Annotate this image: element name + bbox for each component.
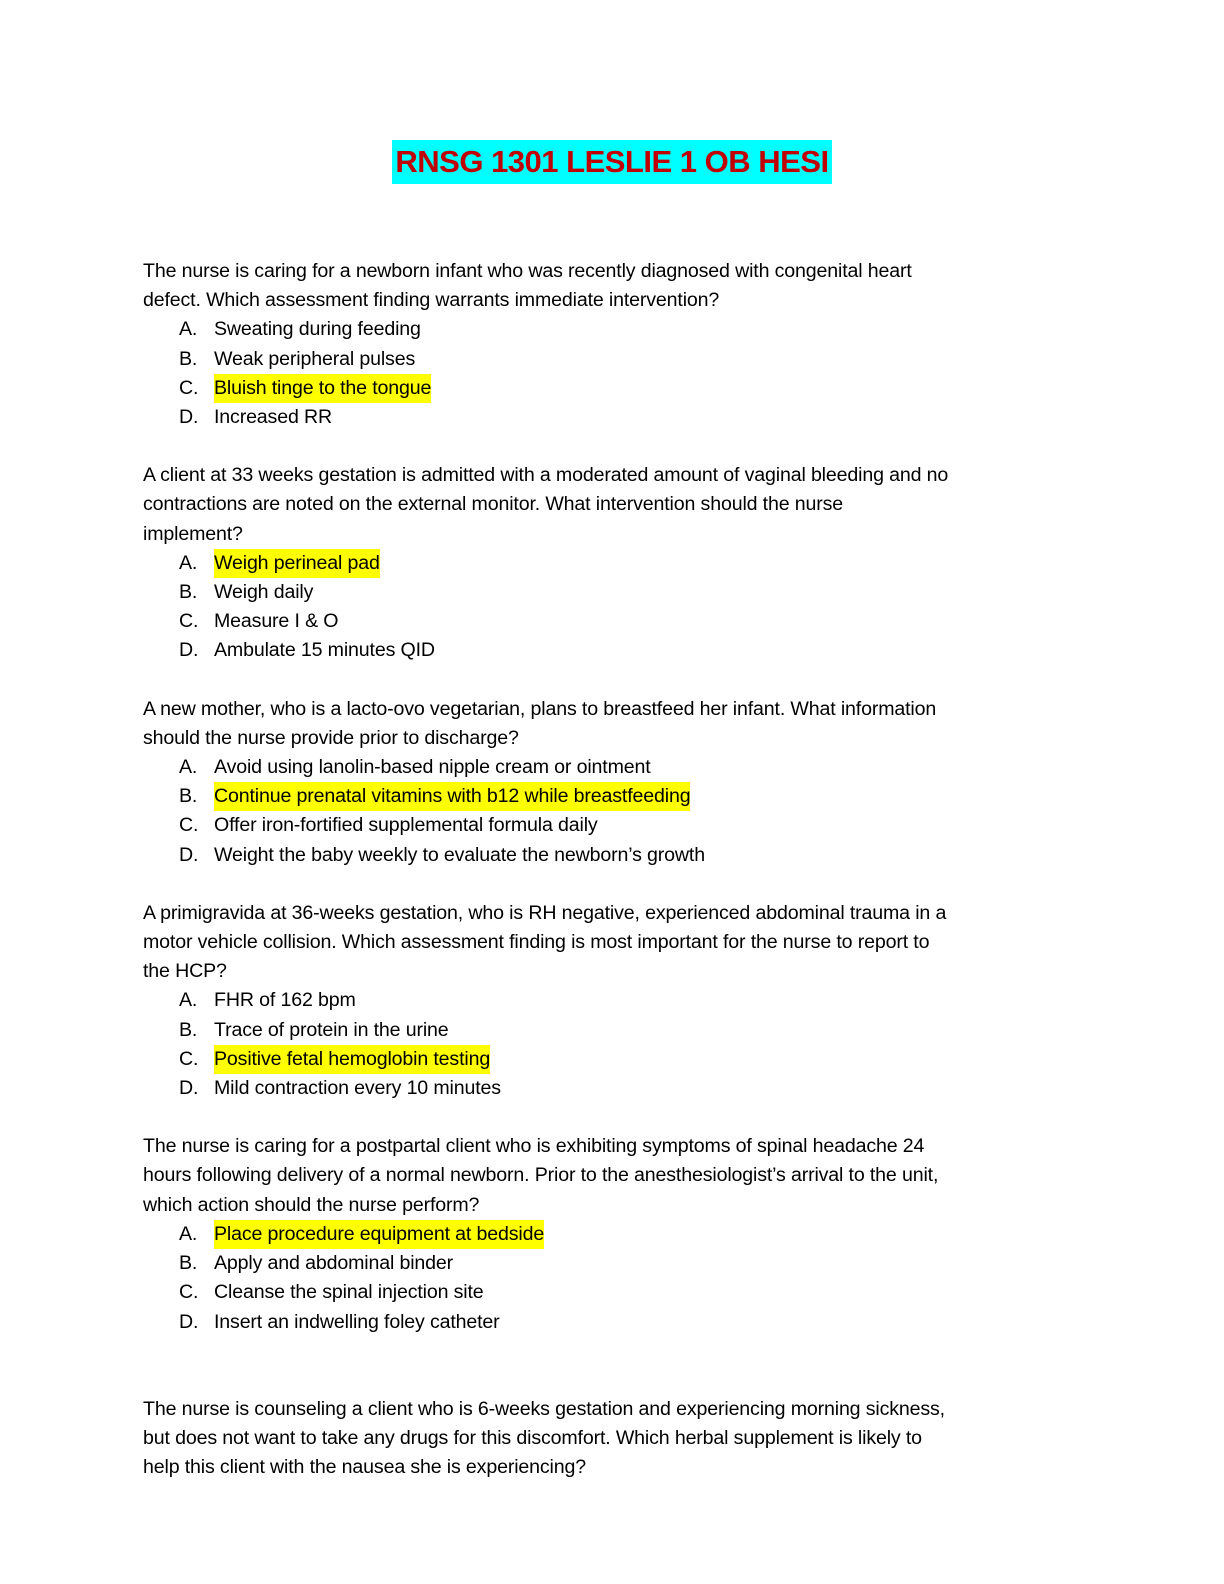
option-letter: D.	[179, 1077, 199, 1100]
answer-option: D. Insert an indwelling foley catheter	[143, 1308, 1083, 1337]
option-text: Sweating during feeding	[214, 318, 421, 341]
option-letter: A.	[179, 318, 198, 341]
question-2: A client at 33 weeks gestation is admitt…	[143, 461, 1083, 665]
answer-option: A. Sweating during feeding	[143, 315, 1083, 344]
option-text: Apply and abdominal binder	[214, 1252, 454, 1275]
option-letter: B.	[179, 581, 198, 604]
option-letter: B.	[179, 1252, 198, 1275]
question-stem: A primigravida at 36-weeks gestation, wh…	[143, 901, 947, 983]
option-letter: B.	[179, 785, 198, 808]
answer-option: D. Increased RR	[143, 403, 1083, 432]
answer-option: B. Apply and abdominal binder	[143, 1249, 1083, 1278]
answer-option: B. Weigh daily	[143, 578, 1083, 607]
highlighted-answer-text: Place procedure equipment at bedside	[214, 1219, 544, 1250]
option-text: Offer iron-fortified supplemental formul…	[214, 814, 598, 837]
question-list: The nurse is caring for a newborn infant…	[143, 257, 1083, 1511]
option-letter: A.	[179, 1222, 198, 1245]
question-stem: The nurse is caring for a newborn infant…	[143, 260, 912, 312]
document-title: RNSG 1301 LESLIE 1 OB HESI	[392, 140, 832, 184]
question-stem: A client at 33 weeks gestation is admitt…	[143, 464, 949, 545]
option-text: Weigh daily	[214, 581, 314, 604]
answer-option: D. Ambulate 15 minutes QID	[143, 636, 1083, 665]
question-stem: A new mother, who is a lacto-ovo vegetar…	[143, 697, 937, 749]
answer-option: C. Offer iron-fortified supplemental form…	[143, 811, 1083, 840]
answer-option: B. Continue prenatal vitamins with b12 wh…	[143, 782, 1083, 812]
option-letter: A.	[179, 989, 198, 1012]
option-text: Insert an indwelling foley catheter	[214, 1310, 500, 1333]
question-3: A new mother, who is a lacto-ovo vegetar…	[143, 695, 1083, 870]
highlighted-answer-text: Positive fetal hemoglobin testing	[214, 1044, 490, 1075]
option-text: Cleanse the spinal injection site	[214, 1281, 484, 1304]
option-letter: C.	[179, 814, 199, 837]
option-text: Mild contraction every 10 minutes	[214, 1077, 501, 1100]
option-text: Ambulate 15 minutes QID	[214, 639, 435, 662]
title-container: RNSG 1301 LESLIE 1 OB HESI	[0, 140, 1224, 184]
option-text: Weight the baby weekly to evaluate the n…	[214, 843, 705, 866]
option-letter: D.	[179, 843, 199, 866]
option-letter: D.	[179, 1310, 199, 1333]
option-text: FHR of 162 bpm	[214, 989, 356, 1012]
question-6: The nurse is counseling a client who is …	[143, 1395, 1083, 1483]
question-stem: The nurse is counseling a client who is …	[143, 1397, 945, 1479]
option-letter: C.	[179, 1281, 199, 1304]
answer-option: C. Cleanse the spinal injection site	[143, 1278, 1083, 1307]
answer-option: A. Place procedure equipment at bedside	[143, 1219, 1083, 1250]
option-text: Avoid using lanolin-based nipple cream o…	[214, 756, 651, 779]
option-text: Increased RR	[214, 406, 332, 429]
answer-option: C. Measure I & O	[143, 607, 1083, 636]
answer-option: B. Weak peripheral pulses	[143, 345, 1083, 374]
answer-option: A. Weigh perineal pad	[143, 548, 1083, 579]
option-letter: C.	[179, 610, 199, 633]
option-text: Trace of protein in the urine	[214, 1018, 449, 1041]
answer-option: B. Trace of protein in the urine	[143, 1016, 1083, 1045]
option-letter: D.	[179, 639, 199, 662]
option-letter: A.	[179, 551, 198, 574]
option-letter: A.	[179, 756, 198, 779]
highlighted-answer-text: Bluish tinge to the tongue	[214, 373, 431, 404]
question-4: A primigravida at 36-weeks gestation, wh…	[143, 899, 1083, 1103]
option-letter: B.	[179, 347, 198, 370]
answer-option: A. Avoid using lanolin-based nipple cream…	[143, 753, 1083, 782]
answer-option: C. Positive fetal hemoglobin testing	[143, 1044, 1083, 1075]
question-stem: The nurse is caring for a postpartal cli…	[143, 1135, 939, 1216]
highlighted-answer-text: Weigh perineal pad	[214, 548, 380, 579]
option-letter: D.	[179, 406, 199, 429]
option-text: Weak peripheral pulses	[214, 347, 416, 370]
question-5: The nurse is caring for a postpartal cli…	[143, 1132, 1083, 1336]
answer-option: A. FHR of 162 bpm	[143, 986, 1083, 1015]
highlighted-answer-text: Continue prenatal vitamins with b12 whil…	[214, 782, 691, 812]
question-1: The nurse is caring for a newborn infant…	[143, 257, 1083, 432]
option-letter: C.	[179, 1047, 199, 1070]
answer-option: D. Weight the baby weekly to evaluate the…	[143, 841, 1083, 870]
answer-option: D. Mild contraction every 10 minutes	[143, 1074, 1083, 1103]
option-letter: B.	[179, 1018, 198, 1041]
answer-option: C. Bluish tinge to the tongue	[143, 373, 1083, 404]
option-letter: C.	[179, 376, 199, 399]
option-text: Measure I & O	[214, 610, 339, 633]
